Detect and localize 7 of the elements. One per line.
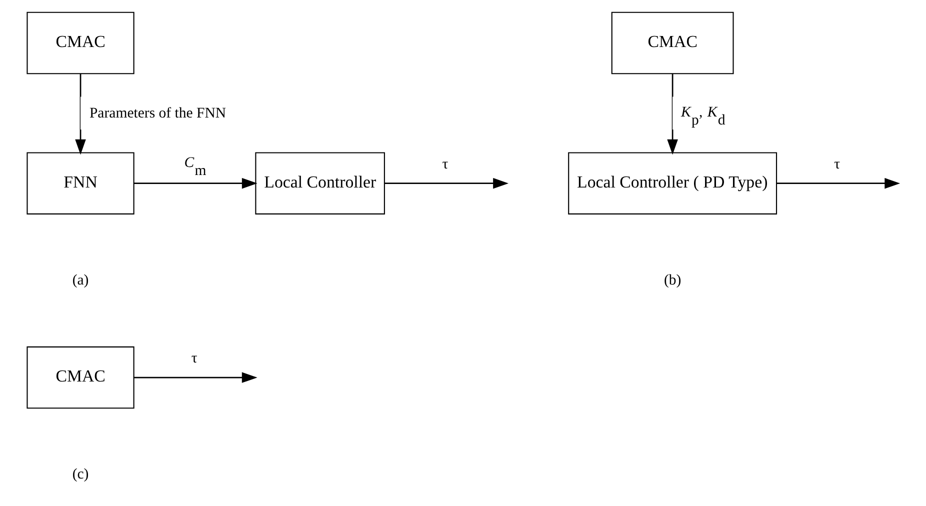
edge-label: τ [834, 156, 840, 172]
edge-label: Parameters of the FNN [89, 106, 226, 122]
label: (a) [72, 272, 89, 288]
label: (b) [664, 272, 682, 288]
edge-label: τ [191, 350, 198, 366]
label: (c) [72, 466, 89, 483]
edge-label: τ [442, 156, 448, 172]
